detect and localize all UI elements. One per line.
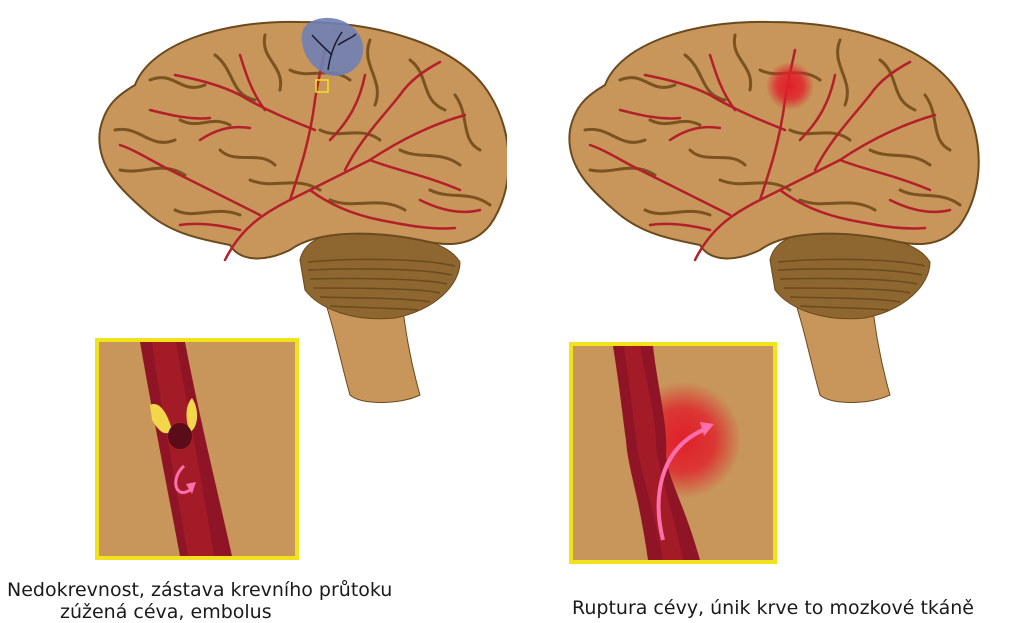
embolus (168, 423, 192, 449)
brain-bleed-spot (766, 62, 814, 110)
cerebrum (99, 22, 507, 259)
hemorrhagic-caption: Ruptura cévy, únik krve to mozkové tkáně (572, 597, 974, 619)
ischemic-stroke-panel: Nedokrevnost, zástava krevního průtoku z… (0, 0, 507, 623)
hemorrhagic-stroke-panel (508, 0, 1015, 623)
ischemic-caption-line1: Nedokrevnost, zástava krevního průtoku (7, 579, 392, 601)
ischemic-brain-illustration (0, 0, 507, 623)
ischemic-caption-line2: zúžená céva, embolus (60, 601, 272, 623)
cerebrum (569, 22, 978, 259)
hemorrhagic-brain-illustration (508, 0, 1015, 623)
